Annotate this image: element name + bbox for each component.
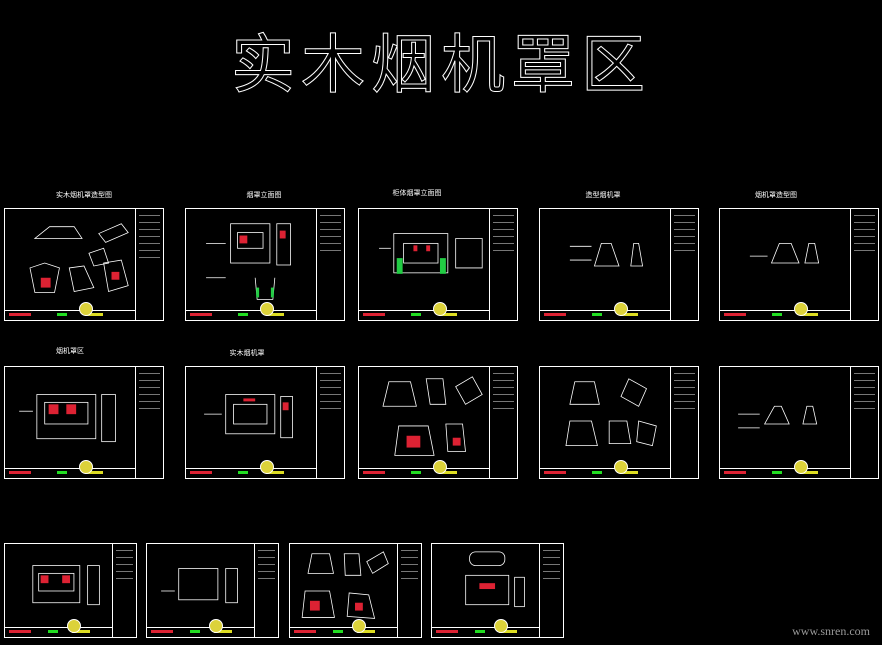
watermark: www.snren.com [792, 624, 870, 638]
title-block [849, 209, 878, 320]
drawing-content [29, 223, 129, 293]
seal-icon [66, 619, 81, 633]
drawing-sheet[interactable] [4, 543, 137, 638]
drawing-sheet[interactable] [719, 208, 879, 321]
title-block [488, 209, 517, 320]
drawing-content [32, 565, 100, 606]
seal-icon [614, 460, 629, 474]
seal-icon [79, 302, 94, 316]
title-block [134, 367, 163, 478]
drawing-content [379, 233, 483, 274]
drawing-sheet[interactable] [146, 543, 279, 638]
drawing-sheet[interactable] [4, 366, 164, 479]
seal-icon [208, 619, 223, 633]
drawing-sheet[interactable] [4, 208, 164, 321]
drawing-sheet[interactable] [185, 208, 345, 321]
seal-icon [260, 460, 275, 474]
title-block [669, 209, 698, 320]
title-block [112, 544, 136, 637]
sheet-footer [540, 468, 670, 478]
drawing-sheet[interactable] [289, 543, 422, 638]
sheet-footer [5, 468, 135, 478]
drawing-content [19, 394, 116, 443]
sheet-footer [290, 627, 398, 637]
drawing-sheet[interactable] [719, 366, 879, 479]
drawing-content [738, 405, 818, 429]
title-block [849, 367, 878, 478]
title-block [669, 367, 698, 478]
seal-icon [493, 619, 508, 633]
seal-icon [351, 619, 366, 633]
drawing-content [161, 568, 238, 604]
sheet-footer [5, 627, 113, 637]
seal-icon [794, 302, 809, 316]
sheet-footer [147, 627, 255, 637]
sheet-label-3: 柜体烟罩立面图 [392, 189, 442, 197]
seal-icon [433, 302, 448, 316]
drawing-content [569, 242, 644, 267]
drawing-content [749, 242, 820, 264]
drawing-sheet[interactable] [539, 366, 699, 479]
drawing-sheet[interactable] [431, 543, 564, 638]
drawing-content [382, 376, 483, 456]
drawing-sheet[interactable] [185, 366, 345, 479]
title-block [488, 367, 517, 478]
title-block [315, 209, 344, 320]
drawing-content [301, 551, 389, 619]
sheet-footer [720, 310, 850, 320]
sheet-footer [186, 468, 316, 478]
title-block [539, 544, 563, 637]
drawing-content [465, 551, 525, 608]
sheet-label-2: 烟罩立面图 [246, 191, 282, 199]
drawing-content [206, 223, 291, 300]
sheet-label-5: 烟机罩造型图 [755, 191, 797, 199]
seal-icon [433, 460, 448, 474]
page-title: 实木烟机罩区 [231, 29, 651, 104]
title-block [254, 544, 278, 637]
sheet-label-1: 实木烟机罩造型图 [56, 191, 112, 199]
seal-icon [79, 460, 94, 474]
seal-icon [794, 460, 809, 474]
title-block [315, 367, 344, 478]
sheet-footer [720, 468, 850, 478]
sheet-label-4: 造型烟机罩 [585, 191, 621, 199]
sheet-footer [359, 468, 489, 478]
sheet-label-6: 烟机罩区 [56, 347, 84, 355]
sheet-footer [432, 627, 540, 637]
drawing-content [204, 394, 293, 439]
seal-icon [614, 302, 629, 316]
drawing-sheet[interactable] [539, 208, 699, 321]
title-block [134, 209, 163, 320]
sheet-label-7: 实木烟机罩 [229, 349, 265, 357]
drawing-sheet[interactable] [358, 208, 518, 321]
seal-icon [260, 302, 275, 316]
sheet-footer [186, 310, 316, 320]
drawing-sheet[interactable] [358, 366, 518, 479]
drawing-content [565, 378, 657, 447]
sheet-footer [540, 310, 670, 320]
title-block [397, 544, 421, 637]
sheet-footer [5, 310, 135, 320]
sheet-footer [359, 310, 489, 320]
